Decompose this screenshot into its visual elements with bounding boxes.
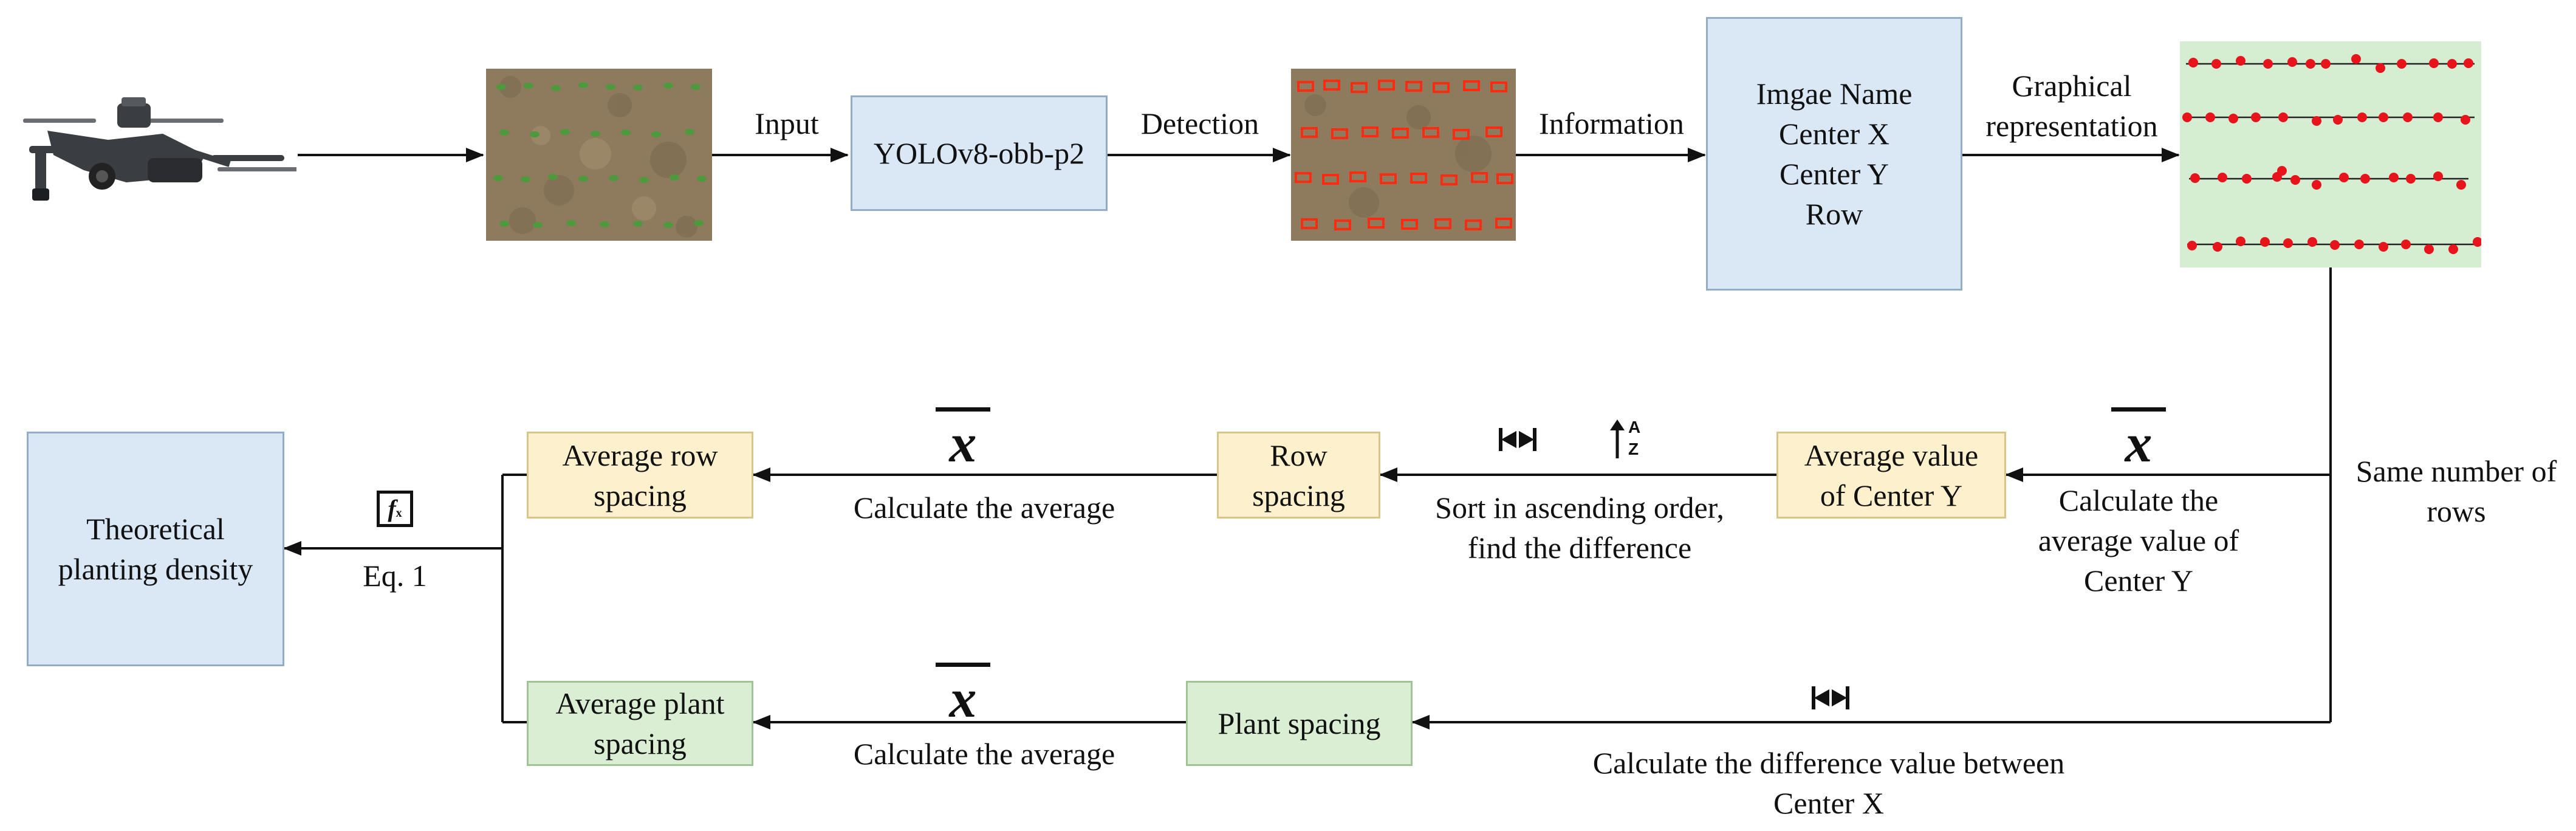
plant-spacing-label: Plant spacing xyxy=(1218,706,1381,740)
same-rows-label: Same number of rows xyxy=(2355,454,2557,528)
row-spacing-label: Row spacing xyxy=(1252,438,1345,512)
field-image-detection xyxy=(1291,69,1516,241)
info-box: Imgae Name Center X Center Y Row xyxy=(1706,17,1962,291)
spacing-icon xyxy=(1499,428,1536,451)
model-label: YOLOv8-obb-p2 xyxy=(873,136,1085,170)
mean-icon: x xyxy=(2105,407,2172,471)
avg-center-y-label: Average value of Center Y xyxy=(1804,438,1979,512)
detection-label: Detection xyxy=(1140,106,1259,140)
calc-average-row-label: Calculate the average xyxy=(853,491,1115,525)
row-points-plot xyxy=(2180,41,2481,267)
mean-icon: x xyxy=(930,407,996,471)
avg-row-spacing-label: Average row spacing xyxy=(562,438,718,512)
avg-plant-spacing-label: Average plant spacing xyxy=(555,686,725,760)
density-box: Theoretical planting density xyxy=(27,432,284,666)
drone-icon xyxy=(23,97,296,201)
calc-avg-center-y-label: Calculate the average value of Center Y xyxy=(2038,483,2239,598)
spacing-icon xyxy=(1812,686,1849,709)
information-label: Information xyxy=(1539,106,1684,140)
calc-difference-x-label: Calculate the difference value between C… xyxy=(1592,746,2065,820)
info-fields-label: Imgae Name Center X Center Y Row xyxy=(1756,77,1913,231)
row-spacing-box: Row spacing xyxy=(1217,432,1380,519)
density-label: Theoretical planting density xyxy=(58,512,253,586)
field-image-input xyxy=(486,69,712,241)
plant-spacing-box: Plant spacing xyxy=(1186,681,1413,766)
input-label: Input xyxy=(755,106,819,140)
calc-average-plant-label: Calculate the average xyxy=(853,737,1115,771)
graphical-representation-label: Graphical representation xyxy=(1985,69,2158,143)
avg-plant-spacing-box: Average plant spacing xyxy=(527,681,753,766)
sort-difference-label: Sort in ascending order, find the differ… xyxy=(1435,491,1724,565)
sort-ascending-icon: A Z xyxy=(1610,418,1646,462)
mean-icon: x xyxy=(930,663,996,726)
avg-center-y-box: Average value of Center Y xyxy=(1776,432,2006,519)
avg-row-spacing-box: Average row spacing xyxy=(527,432,753,519)
eq-label: Eq. 1 xyxy=(363,559,427,593)
model-box: YOLOv8-obb-p2 xyxy=(851,95,1108,211)
